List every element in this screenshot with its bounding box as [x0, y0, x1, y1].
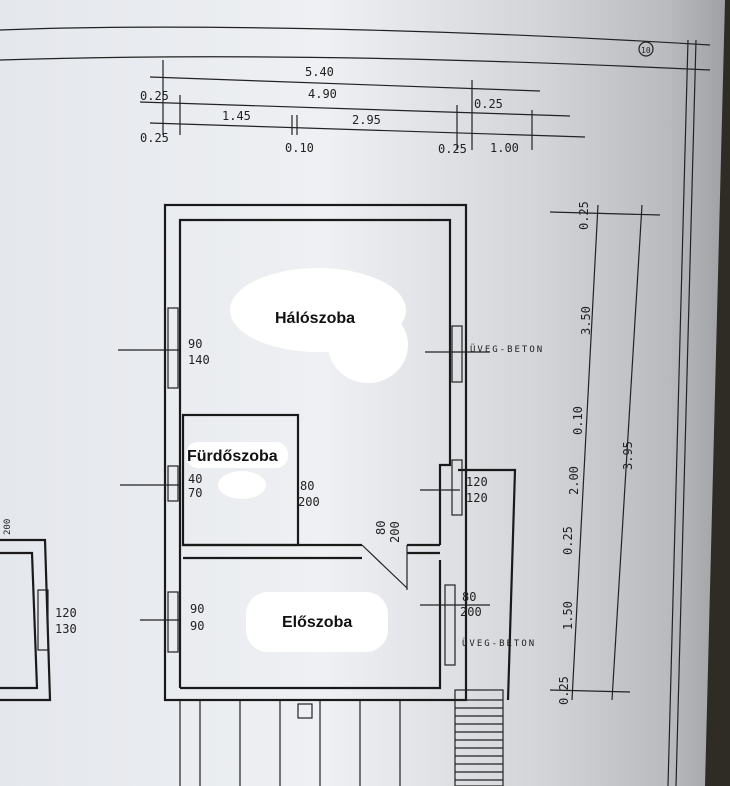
door-swing: [361, 544, 408, 589]
right-window-height: 120: [466, 491, 488, 505]
top-dimensions: 5.40 4.90 0.25 0.25 1.45 0.10 2.95 0.25 …: [139, 60, 586, 156]
room-label-bedroom: Hálószoba: [275, 310, 355, 327]
right-window-width: 120: [466, 475, 488, 489]
sheet-number: 10: [641, 46, 651, 55]
neighbor-door-height: 200: [3, 519, 13, 535]
dim-wall-right-2: 0.25: [438, 142, 467, 156]
dim-seg-1-vertical: 3.50: [579, 306, 593, 335]
room-label-bathroom: Fürdőszoba: [187, 448, 278, 465]
frame-line-right-2: [675, 39, 697, 786]
entrance-door-height: 200: [460, 605, 482, 619]
windows: [118, 307, 490, 666]
dim-inner-width: 4.90: [308, 87, 337, 101]
dim-partition-vertical: 0.10: [571, 406, 585, 435]
dim-wall-bottom: 0.25: [557, 676, 571, 705]
stairs: [179, 689, 504, 786]
hall-glass-block: ÜVEG-BETON: [462, 638, 536, 649]
frame-line-top-2: [0, 56, 711, 71]
bathroom-door-height: 200: [298, 495, 320, 509]
bedroom-window-height: 140: [188, 353, 210, 367]
bedroom-label-blob: [230, 268, 408, 383]
hall-label-blob: [246, 592, 388, 652]
room-label-hall: Előszoba: [282, 614, 352, 631]
dim-seg-1: 1.45: [222, 109, 251, 123]
dim-seg-2-vertical: 2.00: [567, 466, 581, 495]
dim-wall-top: 0.25: [577, 201, 591, 230]
hall-door-height: 200: [388, 521, 402, 543]
neighbor-window-height: 130: [55, 622, 77, 636]
chimney-symbol: [297, 703, 313, 719]
bathroom-label-blob-2: [218, 471, 266, 499]
dim-seg-2: 2.95: [352, 113, 381, 127]
dim-wall-mid: 0.25: [561, 526, 575, 555]
bedroom-glass-block: ÜVEG-BETON: [470, 344, 544, 355]
frame-line-right: [667, 39, 689, 786]
dim-annex: 1.00: [490, 141, 519, 155]
frame-line-top: [0, 26, 711, 46]
dim-wall-right: 0.25: [474, 97, 503, 111]
dim-wall-left: 0.25: [140, 89, 169, 103]
right-dimensions: 0.25 3.50 0.10 2.00 0.25 1.50 0.25 3.95: [549, 201, 661, 705]
bathroom-window-height: 70: [188, 486, 202, 500]
hall-window-height: 90: [190, 619, 204, 633]
bedroom-window-width: 90: [188, 337, 202, 351]
dim-seg-3-vertical: 1.50: [561, 601, 575, 630]
dim-total-width: 5.40: [305, 65, 334, 79]
hall-door-width: 80: [374, 521, 388, 535]
hall-window-width: 90: [190, 602, 204, 616]
sheet-number-circle: [638, 41, 654, 57]
walls: [163, 203, 517, 702]
dim-total-height: 3.95: [621, 441, 635, 470]
neighbor-building: 120 130 200: [0, 519, 77, 702]
bathroom-window-width: 40: [188, 472, 202, 486]
dim-partition: 0.10: [285, 141, 314, 155]
neighbor-window-width: 120: [55, 606, 77, 620]
bathroom-door-width: 80: [300, 479, 314, 493]
entrance-door-width: 80: [462, 590, 476, 604]
dim-wall-left-2: 0.25: [140, 131, 169, 145]
bathroom-label-blob: [186, 442, 288, 468]
